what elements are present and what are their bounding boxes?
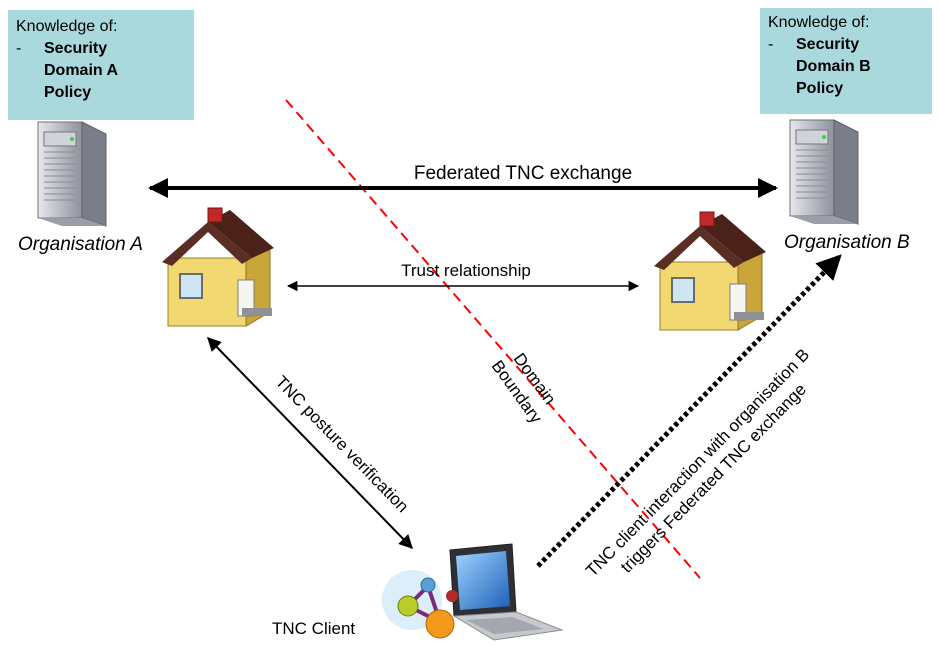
org-a-knowledge-item: Security Domain A Policy <box>44 40 119 101</box>
domain-boundary-label: Domain Boundary <box>488 350 560 428</box>
tnc-client-laptop-icon <box>382 543 564 641</box>
client-interaction-label-line1: TNC client interaction with organisation… <box>582 345 813 580</box>
posture-verification-label: TNC posture verification <box>272 372 413 516</box>
org-b-house-icon <box>654 211 766 331</box>
org-b-name: Organisation B <box>784 232 910 253</box>
org-a-server-icon <box>37 121 107 227</box>
org-a-bullet: - <box>16 40 22 57</box>
org-a-name: Organisation A <box>18 234 143 255</box>
org-b-knowledge-heading: Knowledge of: <box>768 14 870 31</box>
client-interaction-arrow <box>536 254 842 568</box>
org-a-knowledge-box: Knowledge of: - Security Domain A Policy <box>8 10 194 120</box>
org-a-knowledge-heading: Knowledge of: <box>16 18 118 35</box>
trust-relationship-label: Trust relationship <box>401 261 531 280</box>
org-b-server-icon <box>789 119 859 225</box>
org-a-house-icon <box>162 207 274 327</box>
org-b-bullet: - <box>768 36 774 53</box>
org-b-knowledge-item: Security Domain B Policy <box>796 36 871 97</box>
tnc-client-label: TNC Client <box>272 619 355 638</box>
org-b-knowledge-box: Knowledge of: - Security Domain B Policy <box>760 8 932 114</box>
client-interaction-label: TNC client interaction with organisation… <box>582 345 813 580</box>
client-interaction-label-line2: triggers Federated TNC exchange <box>617 380 810 577</box>
federated-exchange-label: Federated TNC exchange <box>414 163 632 184</box>
posture-verification-arrow <box>207 336 413 550</box>
